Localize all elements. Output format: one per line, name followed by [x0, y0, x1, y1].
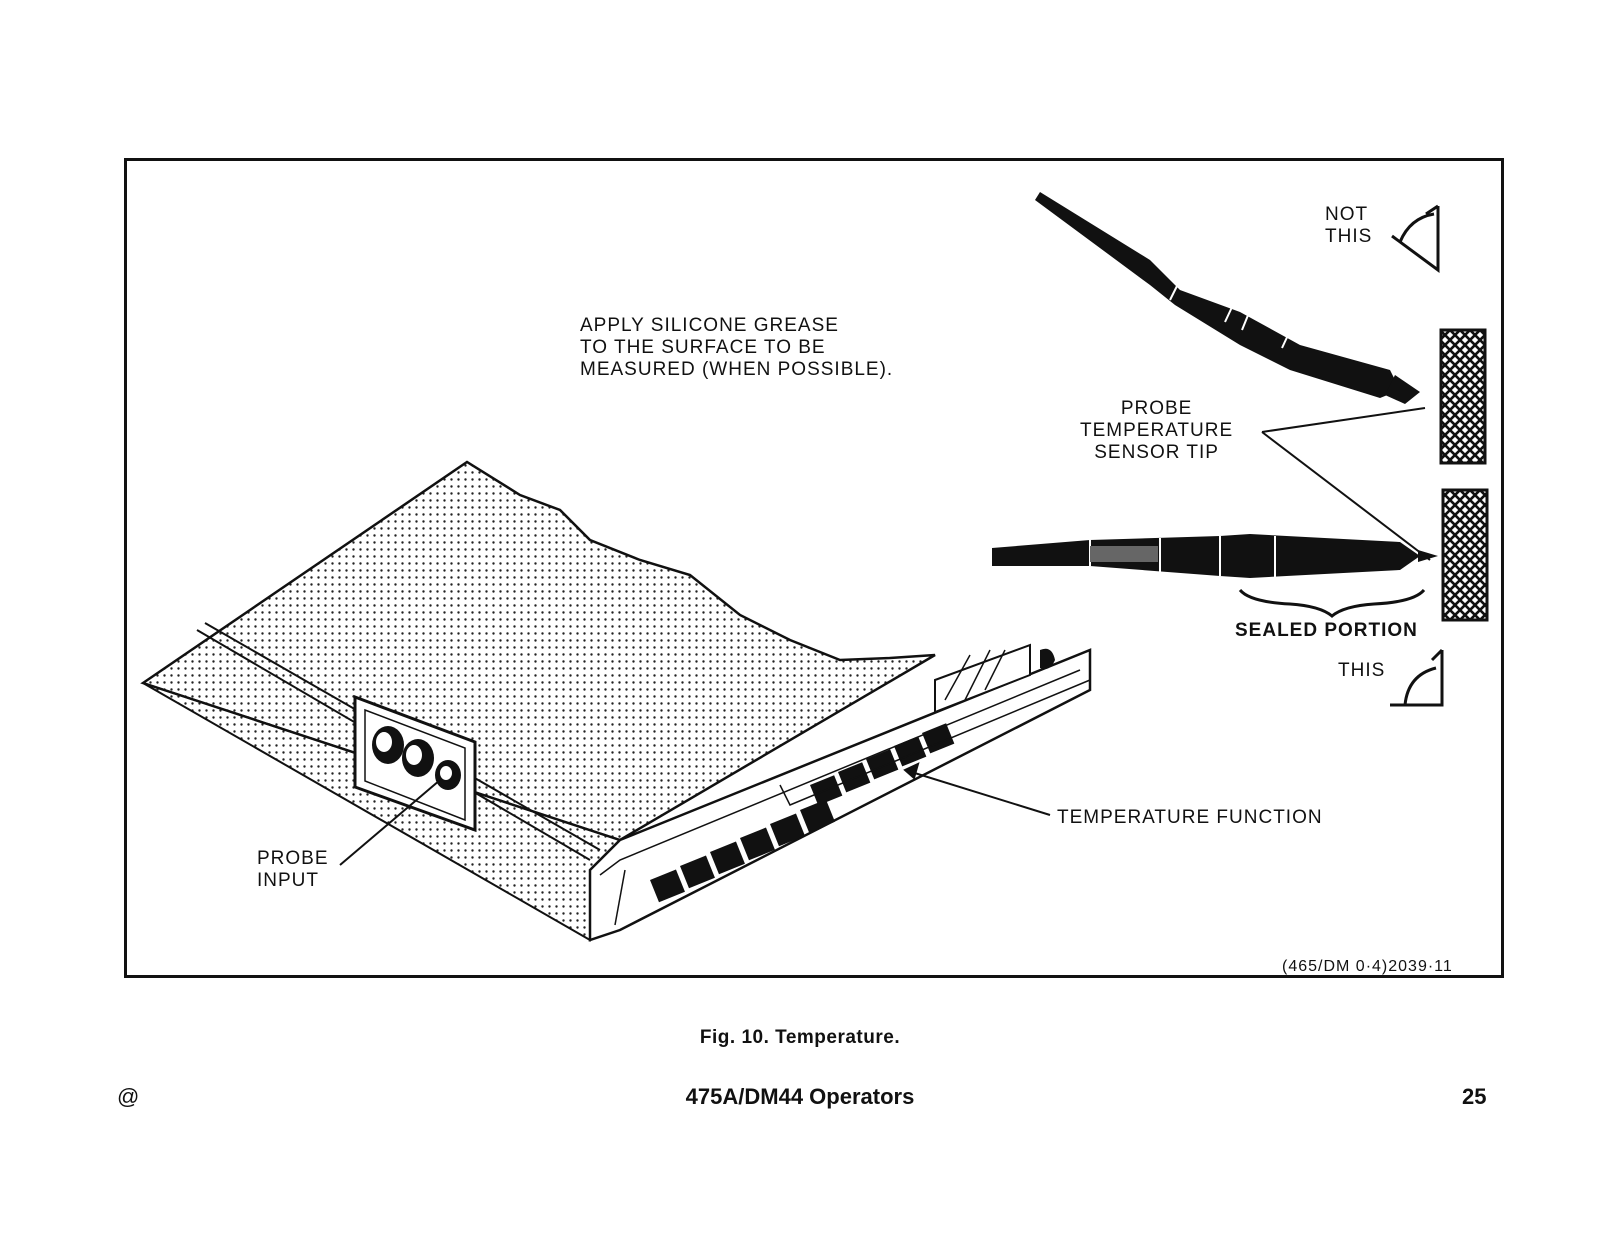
footer-title: 475A/DM44 Operators [685, 1084, 915, 1109]
leader-lines [339, 407, 1431, 866]
figure-frame [124, 158, 1504, 978]
scope-top-surface [140, 460, 936, 842]
straight-probe [992, 534, 1438, 578]
not-this-angle-icon [1391, 204, 1440, 273]
figure-code: (465/DM 0·4)2039·11 [1282, 958, 1453, 975]
scope-display-window [934, 643, 1031, 714]
footer-left-mark: @ [117, 1084, 140, 1109]
measured-surface-top [1439, 328, 1487, 465]
this-label: THIS [1338, 660, 1386, 681]
angled-probe [1035, 192, 1420, 404]
temperature-function-leader [904, 769, 1051, 816]
probe-tip-label: PROBE TEMPERATURE SENSOR TIP [1080, 398, 1234, 463]
sensor-tip-leader-top [1261, 407, 1426, 433]
oscilloscope-drawing [140, 460, 1092, 942]
not-this-label: NOT THIS [1325, 204, 1373, 247]
page-number: 25 [1462, 1084, 1487, 1109]
probe-input-leader [339, 779, 441, 866]
sealed-portion-brace [1238, 588, 1426, 618]
measured-surface-bottom [1441, 488, 1489, 622]
probe-input-label: PROBE INPUT [257, 848, 329, 891]
figure-caption: Fig. 10. Temperature. [699, 1027, 901, 1048]
input-knobs [372, 726, 461, 790]
grease-note: APPLY SILICONE GREASE TO THE SURFACE TO … [580, 315, 894, 380]
this-angle-icon [1390, 648, 1444, 707]
temperature-function-label: TEMPERATURE FUNCTION [1057, 807, 1323, 828]
sensor-tip-leader-bottom [1261, 431, 1431, 561]
sealed-portion-label: SEALED PORTION [1235, 620, 1418, 641]
function-buttons-lower [650, 799, 835, 903]
